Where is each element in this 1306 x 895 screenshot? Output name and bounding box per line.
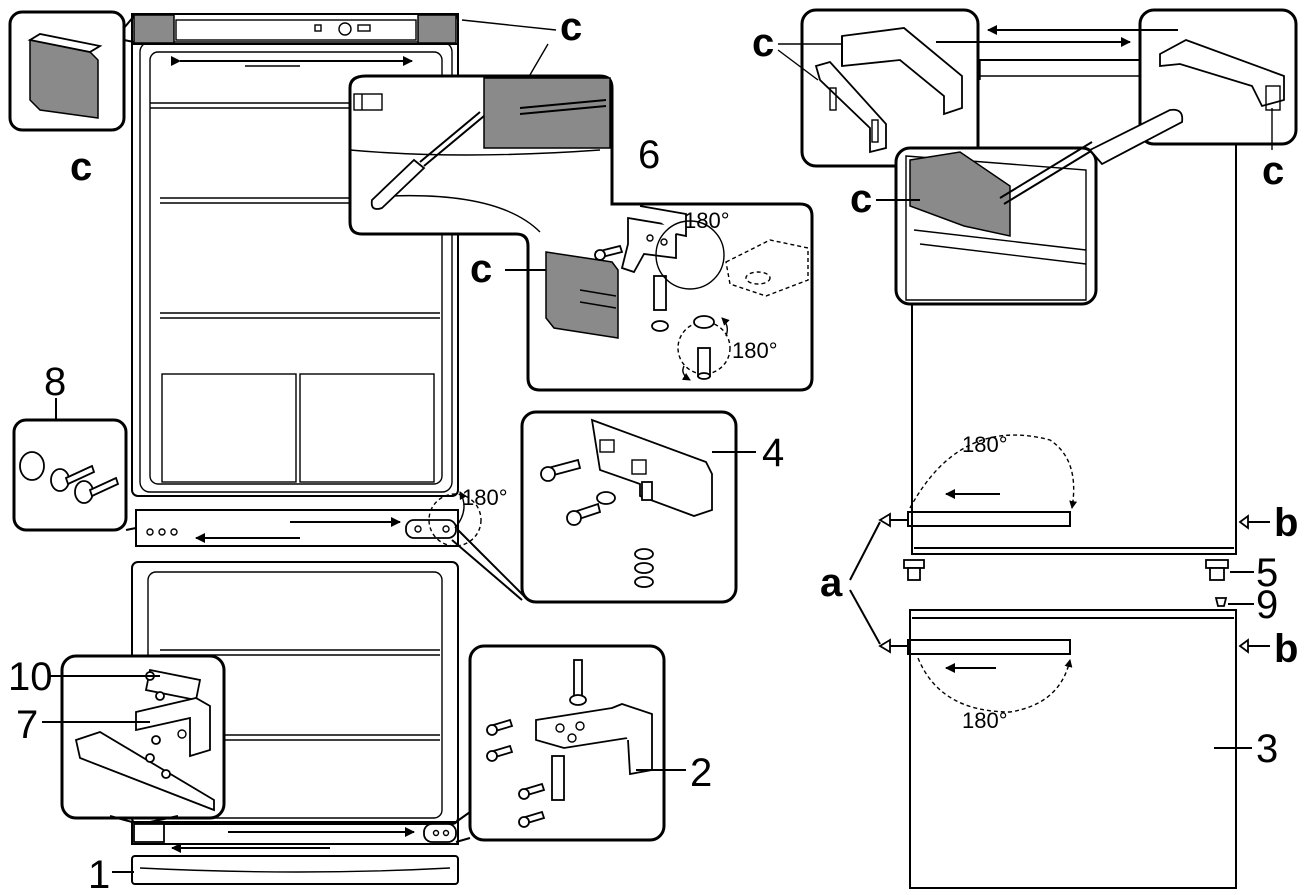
label-2: 2 [690, 751, 712, 795]
label-c-top-center: c [560, 5, 582, 49]
label-c-right-edge: c [1262, 149, 1284, 193]
label-7: 7 [16, 703, 38, 747]
label-9: 9 [1256, 583, 1278, 627]
label-10: 10 [8, 655, 53, 699]
label-4: 4 [762, 431, 784, 475]
upper-door-angle: 180° [962, 432, 1008, 457]
label-5: 5 [1256, 551, 1278, 595]
label-c-hinge: c [470, 247, 492, 291]
callout-box-6 [348, 74, 814, 392]
leader-c-right-top-2 [777, 49, 819, 81]
upper-door [911, 59, 1237, 555]
upper-door-feet [903, 559, 1229, 581]
label-8: 8 [44, 360, 66, 404]
middle-rotate-arrow [454, 491, 467, 529]
bottom-plinth [131, 855, 459, 885]
upper-hinge-angle-2: 180° [732, 338, 778, 363]
top-slide-arrow [171, 56, 413, 67]
middle-hinge-strip [135, 493, 482, 547]
top-control-panel [131, 13, 459, 45]
upper-hinge-angle-1: 180° [684, 208, 730, 233]
label-3: 3 [1256, 727, 1278, 771]
lower-door [909, 609, 1237, 889]
callout-box-8 [12, 418, 137, 532]
bushing-b-lower [1238, 638, 1256, 654]
bottom-hinge-strip [131, 821, 459, 853]
callout-box-screwdriver-right [894, 108, 1184, 306]
label-1: 1 [88, 853, 110, 895]
lower-door-angle: 180° [962, 708, 1008, 733]
bushing-b-upper [1238, 514, 1256, 530]
callout-box-4 [451, 410, 738, 604]
leader-c-top-right [461, 19, 557, 31]
leader-a-upper [849, 521, 881, 581]
hinge-cover-part-c [545, 251, 619, 339]
label-a: a [820, 561, 843, 605]
label-c-top-left: c [70, 145, 92, 189]
label-b-lower: b [1274, 627, 1298, 671]
label-b-upper: b [1274, 501, 1298, 545]
leader-a-lower [849, 589, 881, 645]
upper-hinge-dashed-bracket [725, 239, 809, 297]
callout-box-top-right-left [800, 8, 980, 168]
upper-hinge-pin [677, 315, 731, 381]
label-c-right-middle: c [850, 177, 872, 221]
callout-box-10-7 [60, 654, 226, 823]
upper-door-handle [878, 434, 1078, 528]
callout-box-top-left [8, 10, 135, 132]
pin-9 [1214, 597, 1228, 607]
middle-hinge-angle: 180° [462, 485, 508, 510]
label-c-right-top: c [752, 21, 774, 65]
callout-box-2 [455, 644, 666, 843]
upper-hinge-bracket [594, 205, 725, 332]
label-6: 6 [638, 133, 660, 177]
lower-door-handle [878, 638, 1073, 713]
